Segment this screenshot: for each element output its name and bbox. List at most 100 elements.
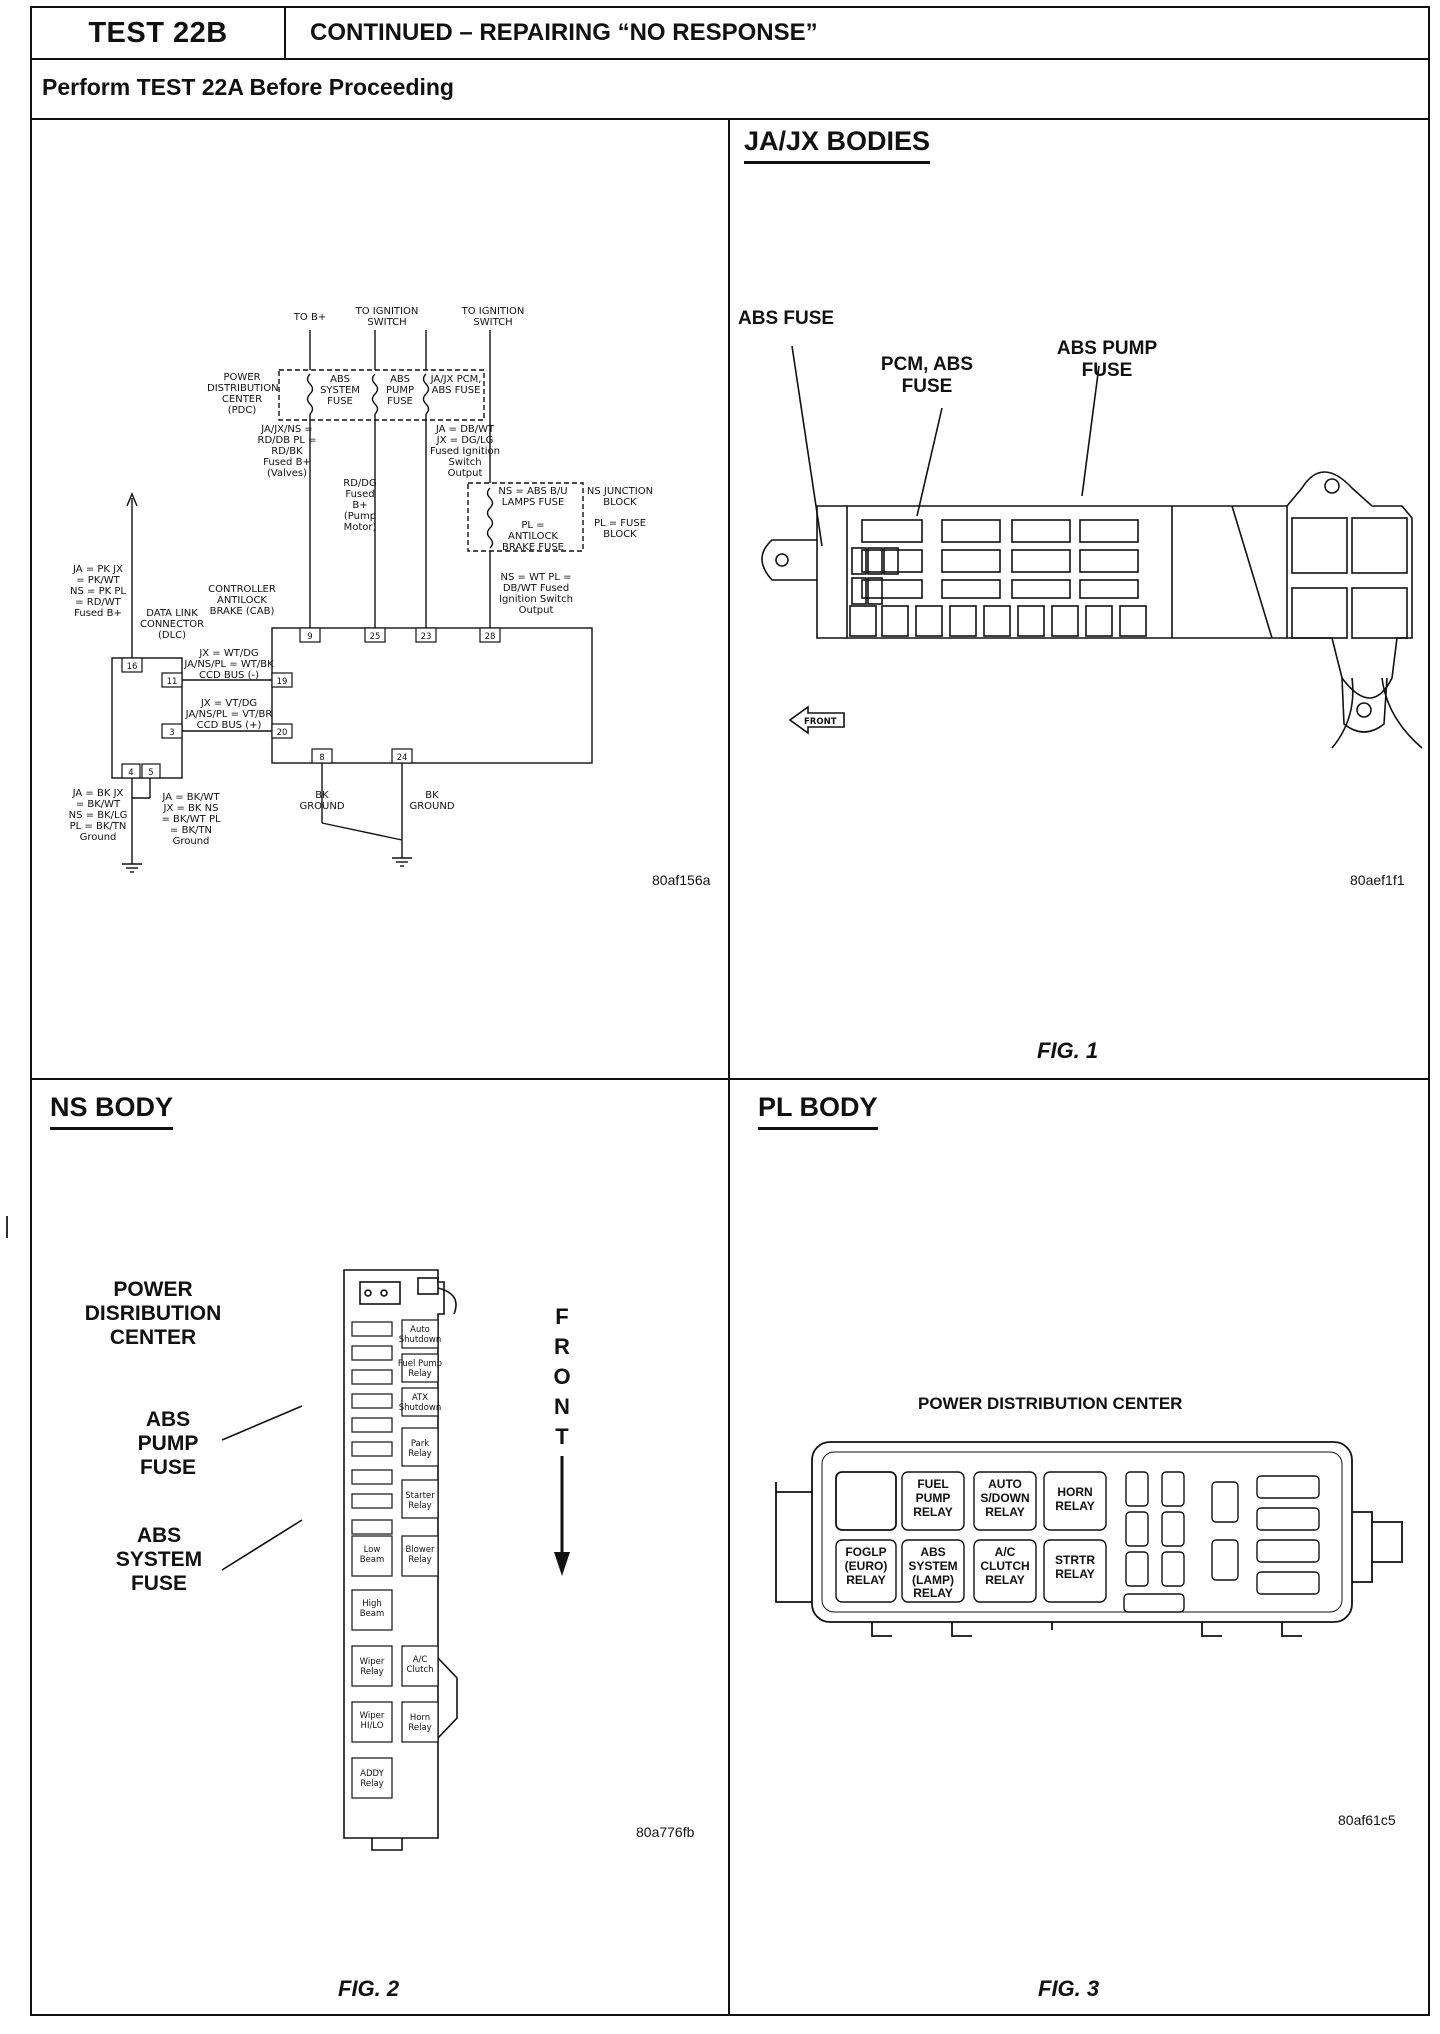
abs-system-fuse-callout-ns: ABS SYSTEM FUSE bbox=[115, 1524, 203, 1596]
header-row: TEST 22B CONTINUED – REPAIRING “NO RESPO… bbox=[32, 8, 1428, 60]
fuse-abs-pump: ABS PUMP FUSE bbox=[385, 374, 414, 407]
fig3-ref-code: 80af61c5 bbox=[1338, 1812, 1396, 1828]
svg-text:Relay: Relay bbox=[408, 1449, 431, 1459]
test-id: TEST 22B bbox=[32, 8, 286, 58]
ns-relay-label: Blower bbox=[405, 1545, 435, 1555]
svg-text:Beam: Beam bbox=[360, 1555, 385, 1565]
pl-block-label: PL = FUSE BLOCK bbox=[593, 518, 647, 540]
ns-fuse-label: NS = ABS B/U LAMPS FUSE bbox=[498, 486, 568, 508]
prerequisite-row: Perform TEST 22A Before Proceeding bbox=[32, 60, 1428, 120]
fig3-title: PL BODY bbox=[758, 1092, 878, 1130]
abs-pump-fuse-callout-ns: ABS PUMP FUSE bbox=[137, 1408, 199, 1480]
pl-pdc-drawing: FUEL PUMP RELAY AUTO S/DOWN RELAY HORN R… bbox=[752, 1422, 1422, 1642]
ns-relay-label: Horn bbox=[410, 1713, 430, 1723]
dlc-pin-label: 3 bbox=[169, 728, 174, 738]
cab-pin-label: 25 bbox=[370, 632, 381, 642]
cab-pin-label: 19 bbox=[277, 677, 288, 687]
pdc-caption: POWER DISTRIBUTION CENTER bbox=[918, 1394, 1183, 1413]
cab-pin-label: 23 bbox=[421, 632, 432, 642]
pl-relay-starter: STRTR RELAY bbox=[1055, 1553, 1095, 1581]
ja-jx-pdc-svg: FRONT bbox=[761, 345, 1423, 749]
cab-pin-label: 8 bbox=[319, 753, 324, 763]
dlc-pin-label: 5 bbox=[148, 768, 153, 778]
cab-pin-label: 24 bbox=[397, 753, 408, 763]
ccd-minus-label: JX = WT/DG JA/NS/PL = WT/BK CCD BUS (-) bbox=[184, 648, 274, 681]
cab-output-wire-label: NS = WT PL = DB/WT Fused Ignition Switch… bbox=[499, 572, 573, 616]
svg-text:Relay: Relay bbox=[408, 1555, 431, 1565]
cab-pin-label: 20 bbox=[277, 728, 288, 738]
ns-relay-label: Wiper bbox=[360, 1657, 385, 1667]
fig2-label: FIG. 2 bbox=[338, 1976, 400, 2001]
pl-relay-abs-system: ABS SYSTEM (LAMP) RELAY bbox=[908, 1545, 958, 1601]
wire-pump-label: RD/DG Fused B+ (Pump Motor) bbox=[343, 478, 377, 533]
svg-text:Beam: Beam bbox=[360, 1609, 385, 1619]
fig2-ref-code: 80a776fb bbox=[636, 1824, 695, 1840]
abs-pump-fuse-callout: ABS PUMP FUSE bbox=[1056, 338, 1158, 381]
svg-text:Relay: Relay bbox=[360, 1667, 383, 1677]
schematic-lines: 9 25 23 28 19 20 8 24 16 11 3 4 5 bbox=[111, 330, 593, 873]
quadrant-divider-horizontal bbox=[32, 1078, 1428, 1080]
cab-pin-label: 9 bbox=[307, 632, 312, 642]
front-letter: F bbox=[555, 1304, 569, 1329]
ns-relay-label: Auto bbox=[410, 1325, 430, 1335]
test-title: CONTINUED – REPAIRING “NO RESPONSE” bbox=[310, 19, 818, 46]
ns-relay-label: ATX bbox=[412, 1393, 428, 1403]
front-arrow-label: FRONT bbox=[804, 717, 837, 727]
ns-relay-label: ADDY bbox=[360, 1769, 384, 1779]
svg-text:Relay: Relay bbox=[408, 1723, 431, 1733]
svg-text:Relay: Relay bbox=[360, 1779, 383, 1789]
ns-relay-label: Wiper bbox=[360, 1711, 385, 1721]
pdc-label: POWER DISTRIBUTION CENTER (PDC) bbox=[207, 372, 279, 416]
svg-text:Shutdown: Shutdown bbox=[399, 1403, 441, 1413]
front-letter: R bbox=[554, 1334, 570, 1359]
cab-pin-label: 28 bbox=[485, 632, 496, 642]
fig1-title: JA/JX BODIES bbox=[744, 126, 931, 164]
to-ignition-label-2: TO IGNITION SWITCH bbox=[461, 306, 525, 328]
wire-ign-label: JA = DB/WT JX = DG/LG Fused Ignition Swi… bbox=[430, 424, 500, 479]
dlc-label: DATA LINK CONNECTOR (DLC) bbox=[139, 608, 205, 641]
svg-text:Relay: Relay bbox=[408, 1369, 431, 1379]
ns-relay-label: A/C bbox=[413, 1655, 428, 1665]
ja-jx-pdc-drawing: FRONT bbox=[732, 345, 1423, 768]
fuse-pcm-abs: JA/JX PCM, ABS FUSE bbox=[430, 374, 482, 396]
cab-label: CONTROLLER ANTILOCK BRAKE (CAB) bbox=[208, 584, 276, 617]
svg-text:Clutch: Clutch bbox=[406, 1665, 433, 1675]
pdc-callout: POWER DISRIBUTION CENTER bbox=[84, 1278, 222, 1350]
pcm-abs-fuse-callout: PCM, ABS FUSE bbox=[880, 354, 974, 397]
svg-text:Relay: Relay bbox=[408, 1501, 431, 1511]
fig1-ref-code: 80aef1f1 bbox=[1350, 872, 1405, 888]
to-b-plus-label: TO B+ bbox=[293, 312, 327, 323]
dlc-pin-label: 16 bbox=[127, 662, 138, 672]
ns-relay-label: Fuel Pump bbox=[398, 1359, 442, 1369]
front-letter: N bbox=[554, 1394, 570, 1419]
ns-relay-label: High bbox=[362, 1599, 382, 1609]
prerequisite-text: Perform TEST 22A Before Proceeding bbox=[42, 74, 454, 100]
svg-text:Shutdown: Shutdown bbox=[399, 1335, 441, 1345]
dlc-pin-label: 4 bbox=[128, 768, 133, 778]
ccd-plus-label: JX = VT/DG JA/NS/PL = VT/BR CCD BUS (+) bbox=[185, 698, 273, 731]
pl-pdc-svg bbox=[775, 1441, 1403, 1637]
margin-mark bbox=[6, 1216, 8, 1238]
dlc-ground-label-2: JA = BK/WT JX = BK NS = BK/WT PL = BK/TN… bbox=[161, 792, 221, 847]
page-frame: TEST 22B CONTINUED – REPAIRING “NO RESPO… bbox=[30, 6, 1430, 2016]
front-letter: T bbox=[555, 1424, 569, 1449]
front-letter: O bbox=[553, 1364, 571, 1389]
pl-fuse-label: PL = ANTILOCK BRAKE FUSE bbox=[501, 520, 565, 553]
dlc-ground-label: JA = BK JX = BK/WT NS = BK/LG PL = BK/TN… bbox=[68, 788, 128, 843]
pl-relay-ac-clutch: A/C CLUTCH RELAY bbox=[980, 1545, 1030, 1587]
wiring-schematic: 9 25 23 28 19 20 8 24 16 11 3 4 5 TO B+ … bbox=[69, 298, 712, 898]
cab-ground-label-2: BK GROUND bbox=[409, 790, 455, 812]
to-ignition-label-1: TO IGNITION SWITCH bbox=[355, 306, 419, 328]
quadrant-divider-vertical bbox=[728, 120, 730, 2016]
ns-block-label: NS JUNCTION BLOCK bbox=[586, 486, 654, 508]
fig1-label: FIG. 1 bbox=[1037, 1038, 1099, 1063]
front-vertical-label: F R O N T bbox=[550, 1302, 574, 1587]
schematic-ref-code: 80af156a bbox=[652, 872, 711, 888]
dlc-feed-label: JA = PK JX = PK/WT NS = PK PL = RD/WT Fu… bbox=[70, 564, 126, 619]
pl-relay-fuel-pump: FUEL PUMP RELAY bbox=[913, 1477, 953, 1519]
svg-text:HI/LO: HI/LO bbox=[361, 1721, 384, 1731]
ns-relay-label: Low bbox=[364, 1545, 381, 1555]
cab-ground-label-1: BK GROUND bbox=[299, 790, 345, 812]
